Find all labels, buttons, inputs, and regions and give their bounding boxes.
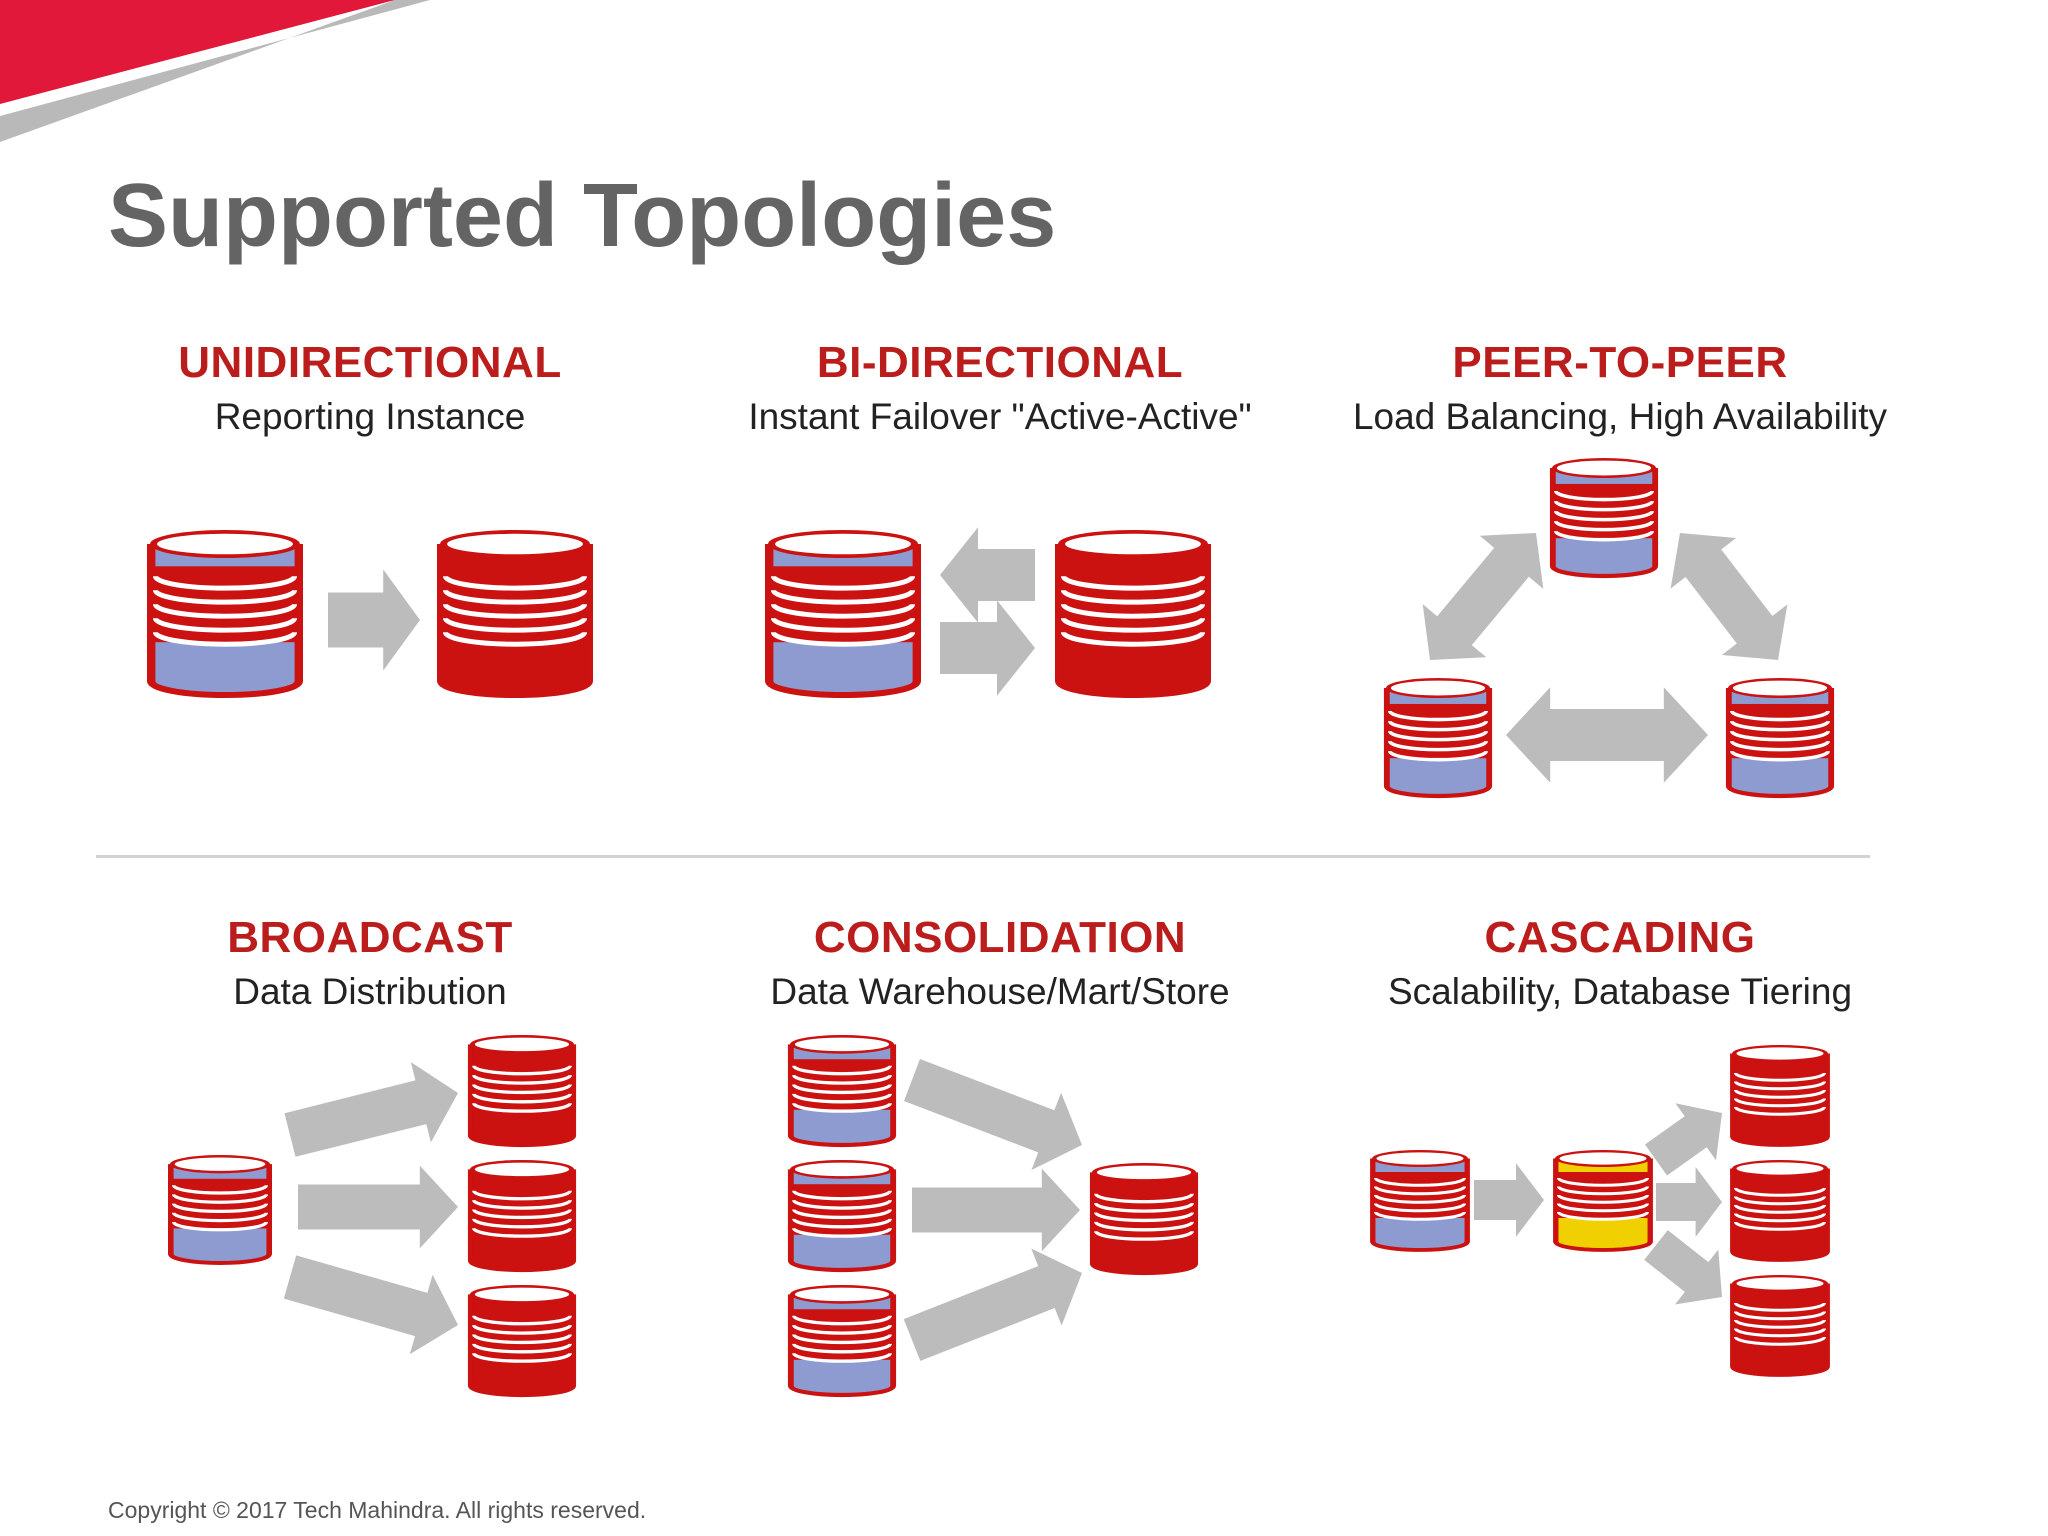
arrow-right-icon bbox=[1656, 1167, 1722, 1237]
source-database-icon bbox=[168, 1155, 272, 1265]
topology-broadcast: BROADCAST Data Distribution bbox=[60, 905, 680, 1465]
arrow-right-icon bbox=[1474, 1163, 1544, 1237]
topology-diagram bbox=[147, 530, 593, 698]
peer-left-database-icon bbox=[1383, 678, 1493, 799]
arrow-right-icon bbox=[328, 569, 420, 671]
peer-right-database-icon bbox=[1725, 678, 1835, 799]
topology-title: CONSOLIDATION bbox=[813, 913, 1187, 962]
source-database-icon bbox=[787, 1285, 897, 1398]
target-database-icon bbox=[1730, 1045, 1830, 1147]
topology-unidirectional: UNIDIRECTIONAL Reporting Instance bbox=[60, 330, 680, 890]
double-arrow-bottom-icon bbox=[1506, 687, 1708, 783]
target-database-icon bbox=[467, 1160, 577, 1273]
arrow-up-right-icon bbox=[1645, 1103, 1722, 1176]
target-database-icon bbox=[467, 1285, 577, 1398]
topology-diagram bbox=[1370, 1045, 1830, 1377]
topology-cascading: CASCADING Scalability, Database Tiering bbox=[1310, 905, 1930, 1465]
arrow-right-icon bbox=[940, 600, 1035, 696]
topology-title: UNIDIRECTIONAL bbox=[178, 338, 562, 387]
source-database-icon bbox=[1370, 1150, 1470, 1252]
arrow-up-right-icon bbox=[903, 1248, 1082, 1361]
topology-title: BI-DIRECTIONAL bbox=[816, 338, 1184, 387]
topology-subtitle: Instant Failover "Active-Active" bbox=[748, 396, 1252, 437]
topology-peer-to-peer: PEER-TO-PEER Load Balancing, High Availa… bbox=[1310, 330, 1930, 890]
arrow-up-right-icon bbox=[284, 1062, 458, 1157]
intermediate-database-icon bbox=[1553, 1150, 1653, 1252]
target-database-icon bbox=[1089, 1163, 1199, 1276]
target-database-icon bbox=[1730, 1275, 1830, 1377]
topology-consolidation: CONSOLIDATION Data Warehouse/Mart/Store bbox=[690, 905, 1310, 1465]
arrow-right-icon bbox=[298, 1165, 458, 1249]
topology-subtitle: Load Balancing, High Availability bbox=[1352, 396, 1888, 437]
target-database-icon bbox=[467, 1035, 577, 1148]
source-database-icon bbox=[787, 1035, 897, 1148]
topology-title: BROADCAST bbox=[227, 913, 513, 962]
arrow-right-icon bbox=[912, 1168, 1080, 1252]
database-a-icon bbox=[765, 530, 921, 698]
topology-diagram bbox=[1383, 458, 1835, 799]
double-arrow-right-icon bbox=[1670, 533, 1788, 660]
target-database-icon bbox=[1730, 1160, 1830, 1262]
peer-top-database-icon bbox=[1549, 458, 1659, 579]
topology-title: PEER-TO-PEER bbox=[1452, 338, 1788, 387]
target-database-icon bbox=[437, 530, 593, 698]
page-title: Supported Topologies bbox=[108, 166, 1057, 266]
arrow-down-right-icon bbox=[283, 1255, 458, 1355]
source-database-icon bbox=[147, 530, 303, 698]
source-database-icon bbox=[787, 1160, 897, 1273]
topology-diagram bbox=[765, 527, 1211, 698]
arrow-left-icon bbox=[940, 527, 1035, 623]
topology-bi-directional: BI-DIRECTIONAL Instant Failover "Active-… bbox=[690, 330, 1310, 890]
topology-title: CASCADING bbox=[1484, 913, 1756, 962]
row-divider bbox=[96, 855, 1870, 858]
database-b-icon bbox=[1055, 530, 1211, 698]
topology-subtitle: Data Warehouse/Mart/Store bbox=[770, 971, 1230, 1012]
copyright-footer: Copyright © 2017 Tech Mahindra. All righ… bbox=[108, 1497, 647, 1523]
double-arrow-left-icon bbox=[1422, 533, 1544, 660]
arrow-down-right-icon bbox=[1644, 1230, 1722, 1305]
topology-subtitle: Scalability, Database Tiering bbox=[1387, 971, 1853, 1012]
corner-decoration bbox=[0, 0, 430, 142]
arrow-down-right-icon bbox=[904, 1059, 1082, 1170]
topology-diagram bbox=[168, 1035, 577, 1398]
topology-subtitle: Reporting Instance bbox=[214, 396, 526, 437]
topology-subtitle: Data Distribution bbox=[233, 971, 507, 1012]
topology-diagram bbox=[787, 1035, 1199, 1398]
